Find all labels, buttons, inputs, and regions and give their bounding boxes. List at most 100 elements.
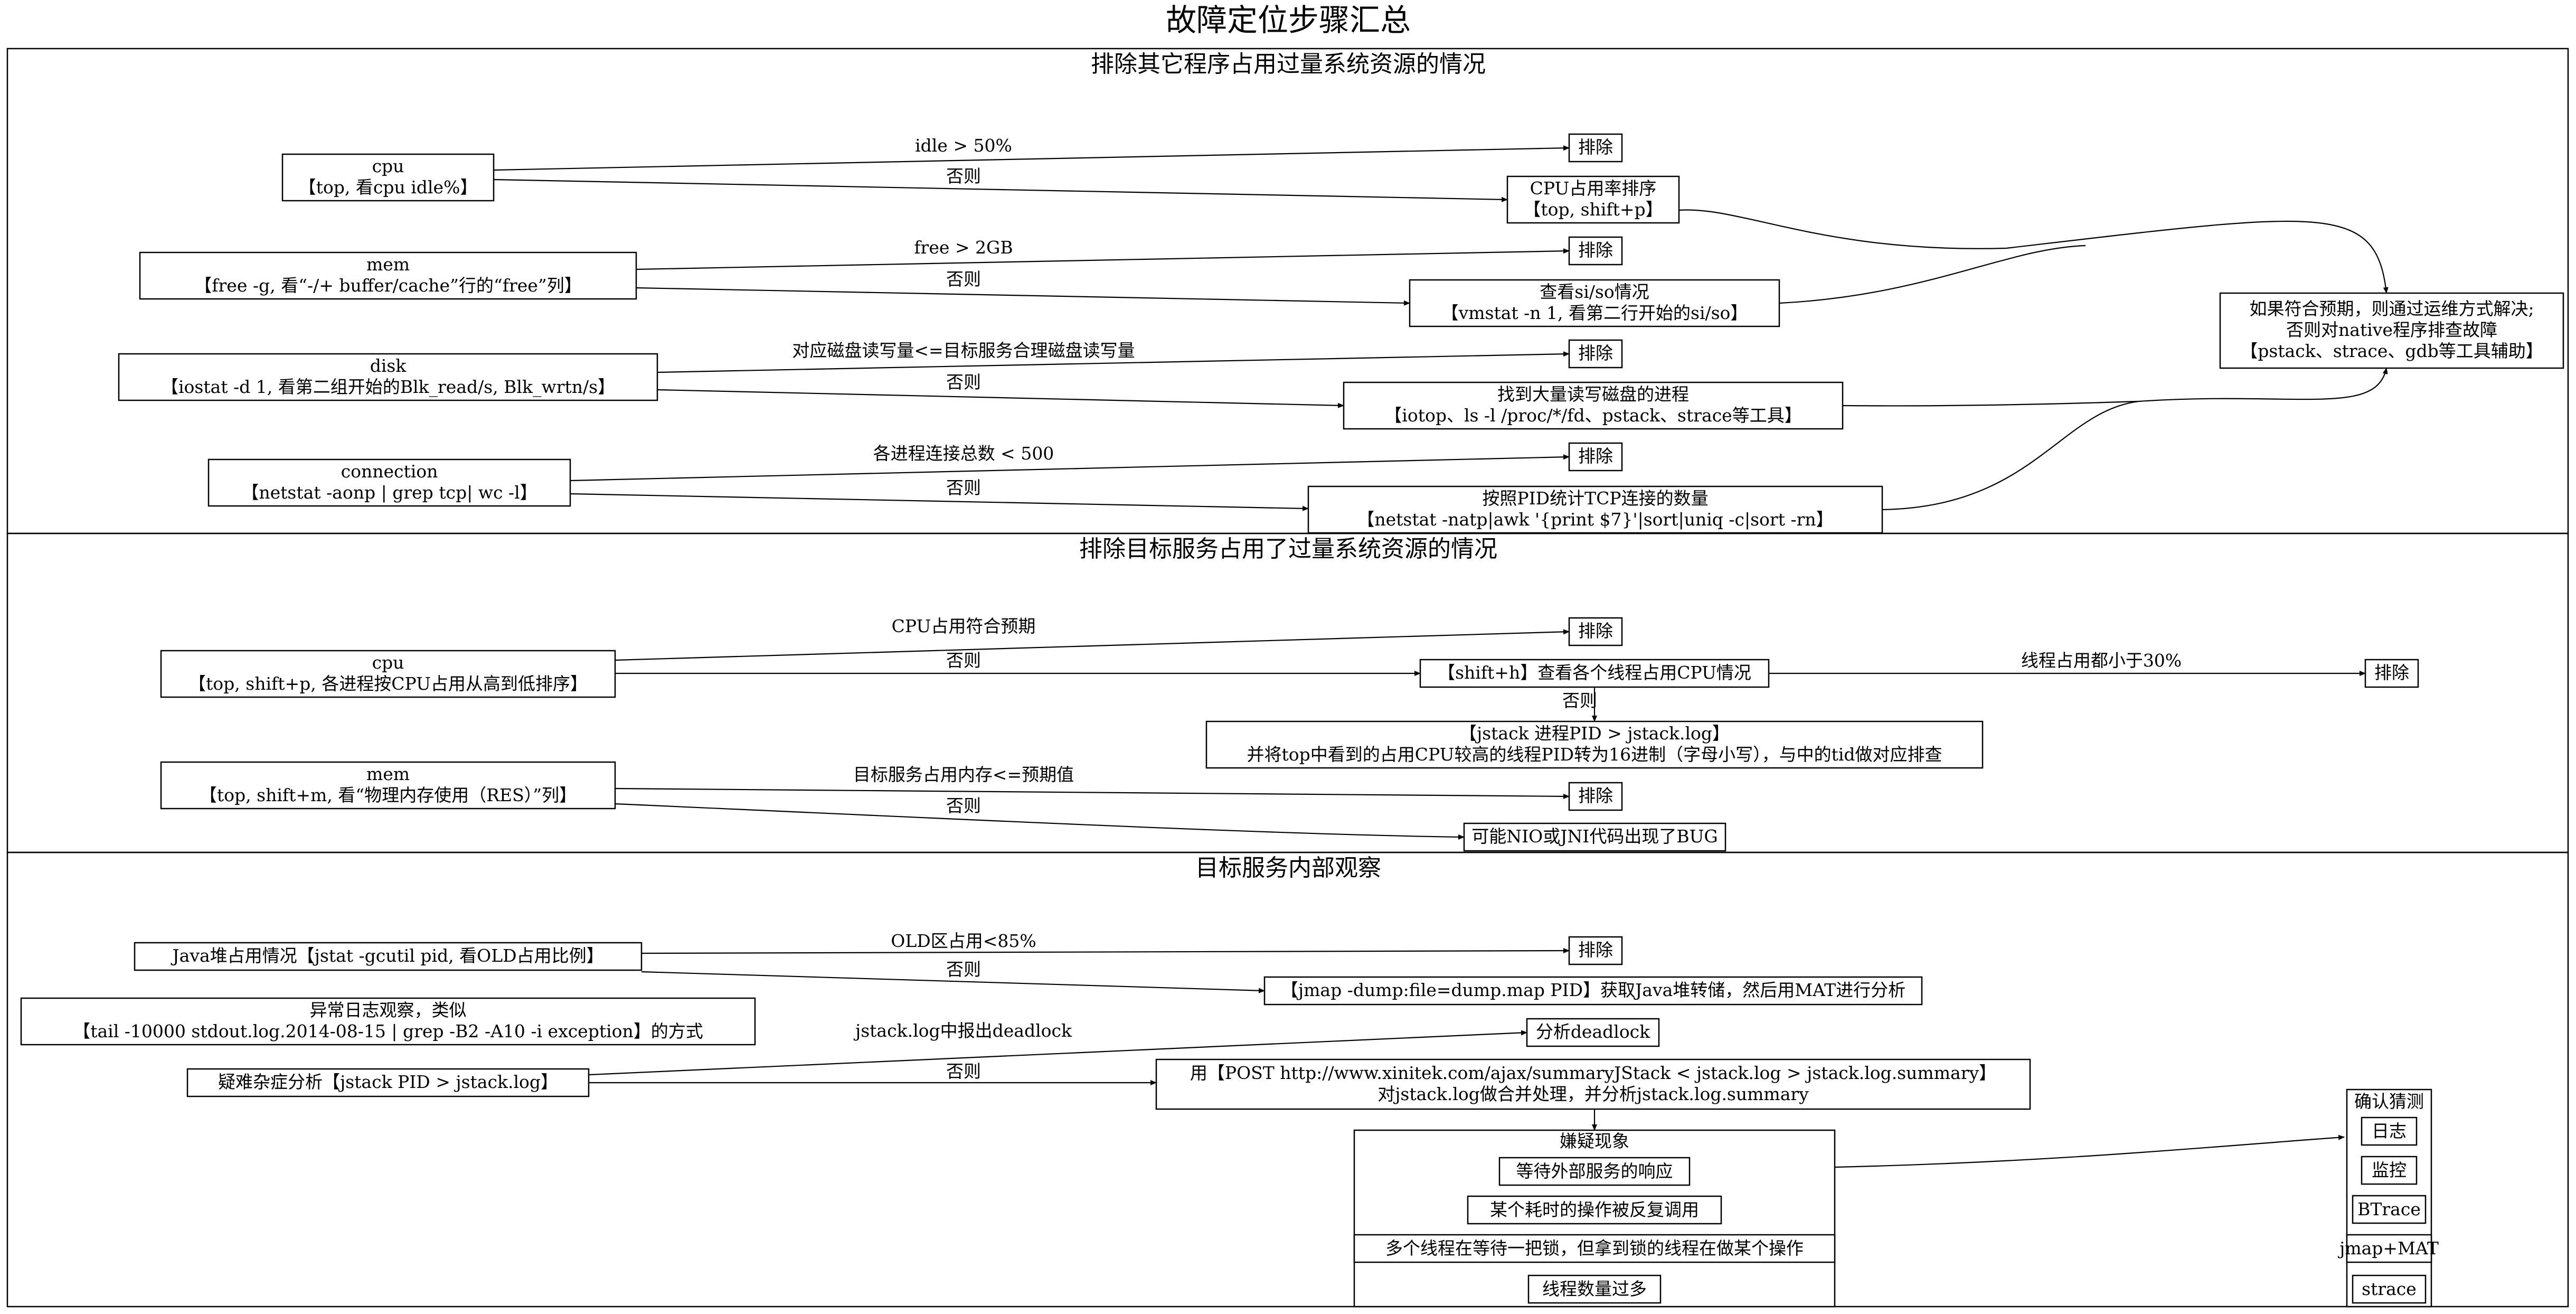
edge-s3-suspect-confirm — [1834, 1134, 2345, 1168]
suspect-item-1-box — [1498, 1157, 1691, 1186]
node-box — [1526, 1018, 1660, 1047]
node-s3-jstack: 疑难杂症分析【jstack PID > jstack.log】 — [186, 1068, 590, 1097]
node-box — [160, 650, 616, 698]
edge-s1-cpu-ok — [493, 145, 1570, 171]
node-s1-cpu-sort: CPU占用率排序【top, shift+p】 — [1506, 175, 1680, 224]
node-label: 否则对native程序排查故障 — [2286, 320, 2497, 340]
confirm-item-3: BTrace — [2357, 1199, 2421, 1219]
confirm-title: 确认猜测 — [2354, 1091, 2424, 1112]
suspect-title: 嫌疑现象 — [1560, 1131, 1629, 1151]
node-label: 排除 — [1578, 240, 1613, 260]
node-label: 排除 — [2374, 662, 2409, 683]
node-s2-thread-ok: 排除 — [2364, 659, 2419, 688]
node-label: CPU占用率排序 — [1530, 178, 1657, 199]
label-s3-dead-yes: jstack.log中报出deadlock — [853, 1020, 1072, 1041]
suspect-item-3-box — [1353, 1234, 1836, 1263]
node-s3-dead: 分析deadlock — [1526, 1018, 1660, 1047]
node-s3-summary: 用【POST http://www.xinitek.com/ajax/summa… — [1155, 1058, 2031, 1110]
node-s2-mem: mem【top, shift+m, 看“物理内存使用（RES）”列】 — [160, 761, 616, 810]
node-box — [1568, 339, 1623, 369]
node-s3-log: 异常日志观察，类似【tail -10000 stdout.log.2014-08… — [20, 997, 756, 1046]
page-title: 故障定位步骤汇总 — [1166, 2, 1411, 38]
node-s1-disk-ok: 排除 — [1568, 339, 1623, 369]
confirm-item-4-box — [2346, 1234, 2432, 1263]
edge-s3-heap-jmap — [641, 971, 1265, 993]
label-s2-thread-yes: 线程占用都小于30% — [2021, 650, 2182, 671]
label-s2-thread-no: 否则 — [1562, 690, 1597, 711]
node-label: 【top, shift+m, 看“物理内存使用（RES）”列】 — [200, 785, 577, 805]
node-s1-mem-ok: 排除 — [1568, 236, 1623, 266]
edge-s3-heap-ok — [641, 948, 1570, 954]
node-s2-jstack: 【jstack 进程PID > jstack.log】并将top中看到的占用CP… — [1205, 720, 1984, 769]
node-label: 【iotop、ls -l /proc/*/fd、pstack、strace等工具… — [1384, 405, 1801, 426]
section-1-title: 排除其它程序占用过量系统资源的情况 — [1091, 51, 1486, 78]
confirm-item-1-box — [2361, 1116, 2418, 1146]
node-label: cpu — [372, 652, 404, 673]
section-3-frame — [6, 851, 2569, 1308]
node-label: 【iostat -d 1, 看第二组开始的Blk_read/s, Blk_wrt… — [161, 377, 615, 398]
edge-s1-conn-pid — [570, 493, 1309, 511]
node-label: 排除 — [1578, 446, 1613, 466]
node-box — [1463, 822, 1726, 852]
node-label: 【top, 看cpu idle%】 — [299, 177, 478, 198]
edge-s1-mem-ok — [636, 248, 1570, 270]
suspect-item-2-box — [1467, 1195, 1722, 1225]
label-s3-heap-no: 否则 — [946, 959, 981, 980]
edge-s1-disk-ok — [657, 351, 1570, 373]
label-s3-heap-yes: OLD区占用<85% — [891, 931, 1036, 951]
node-label: 如果符合预期，则通过运维方式解决; — [2249, 298, 2534, 319]
node-label: 排除 — [1578, 940, 1613, 960]
node-box — [139, 251, 637, 300]
node-label: 【netstat -aonp | grep tcp| wc -l】 — [241, 482, 537, 503]
node-box — [2219, 292, 2564, 369]
node-s1-native: 如果符合预期，则通过运维方式解决;否则对native程序排查故障【pstack、… — [2219, 292, 2564, 369]
node-s1-disk: disk【iostat -d 1, 看第二组开始的Blk_read/s, Blk… — [118, 353, 658, 401]
node-s3-jmap: 【jmap -dump:file=dump.map PID】获取Java堆转储，… — [1263, 976, 1923, 1006]
node-s1-conn: connection【netstat -aonp | grep tcp| wc … — [207, 458, 571, 507]
node-box — [1568, 782, 1623, 811]
node-box — [1409, 279, 1780, 327]
suspect-item-4: 线程数量过多 — [1542, 1279, 1647, 1299]
node-box — [160, 761, 616, 810]
label-s1-cpu-no: 否则 — [946, 166, 981, 186]
node-label: 异常日志观察，类似 — [310, 1000, 467, 1020]
node-label: 【shift+h】查看各个线程占用CPU情况 — [1438, 662, 1751, 683]
node-box — [1263, 976, 1923, 1006]
node-box — [1568, 133, 1623, 163]
node-box — [207, 458, 571, 507]
node-box — [1568, 617, 1623, 646]
node-label: 【top, shift+p, 各进程按CPU占用从高到低排序】 — [188, 673, 588, 694]
edge-s2-mem-nio — [615, 803, 1465, 840]
node-box — [186, 1068, 590, 1097]
node-label: 【top, shift+p】 — [1523, 199, 1663, 220]
edge-s1-proc-native — [1842, 400, 2139, 407]
confirm-item-3-box — [2352, 1195, 2427, 1224]
node-box — [1205, 720, 1984, 769]
node-box — [1568, 236, 1623, 266]
node-label: 用【POST http://www.xinitek.com/ajax/summa… — [1190, 1063, 1996, 1083]
node-s3-heap: Java堆占用情况【jstat -gcutil pid, 看OLD占用比例】 — [134, 942, 643, 971]
suspect-item-3: 多个线程在等待一把锁，但拿到锁的线程在做某个操作 — [1385, 1238, 1804, 1259]
label-s1-conn-no: 否则 — [946, 477, 981, 498]
label-s2-cpu-yes: CPU占用符合预期 — [892, 616, 1036, 636]
label-s2-mem-no: 否则 — [946, 795, 981, 816]
node-s2-cpu-ok: 排除 — [1568, 617, 1623, 646]
node-label: 对jstack.log做合并处理，并分析jstack.log.summary — [1377, 1084, 1809, 1104]
node-box — [1343, 381, 1844, 430]
node-s1-conn-pid: 按照PID统计TCP连接的数量【netstat -natp|awk '{prin… — [1307, 485, 1883, 534]
label-s1-mem-yes: free > 2GB — [914, 237, 1013, 258]
label-s2-mem-yes: 目标服务占用内存<=预期值 — [853, 764, 1074, 785]
node-box — [1568, 936, 1623, 965]
node-label: 【tail -10000 stdout.log.2014-08-15 | gre… — [73, 1021, 703, 1041]
confirm-item-5-box — [2352, 1274, 2427, 1304]
node-label: Java堆占用情况【jstat -gcutil pid, 看OLD占用比例】 — [171, 945, 603, 966]
edge-s1-sort-native — [1678, 209, 2389, 294]
edge-s1-mem-siso — [636, 287, 1410, 306]
node-label: 排除 — [1578, 621, 1613, 641]
node-s2-nio: 可能NIO或JNI代码出现了BUG — [1463, 822, 1726, 852]
confirm-item-2: 监控 — [2372, 1160, 2407, 1180]
node-box — [20, 997, 756, 1046]
suspect-item-1: 等待外部服务的响应 — [1516, 1161, 1673, 1181]
node-label: 【jmap -dump:file=dump.map PID】获取Java堆转储，… — [1281, 980, 1905, 1000]
